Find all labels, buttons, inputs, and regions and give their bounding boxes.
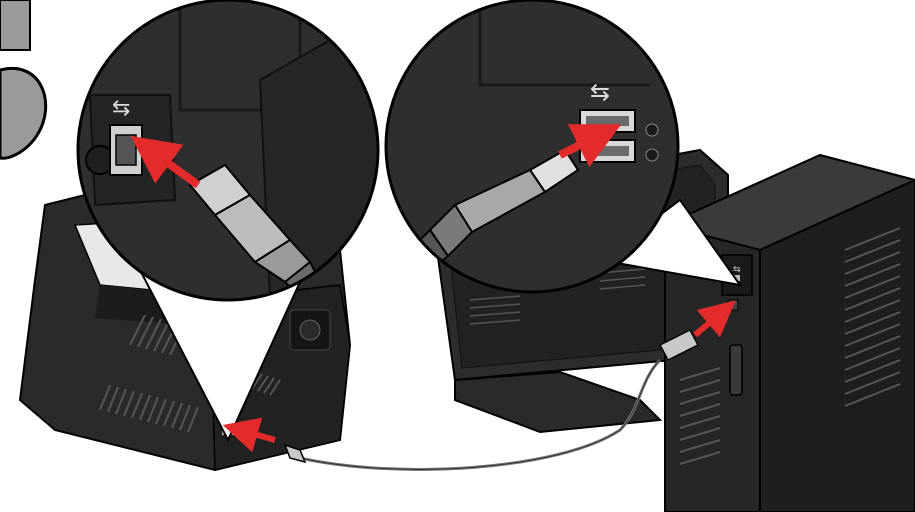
usb-icon: ⇆	[590, 78, 610, 106]
printer-port-callout: ⇆	[76, 0, 380, 302]
computer-tower: ⇆	[662, 153, 915, 512]
usb-b-plug	[188, 163, 332, 300]
arrow-printer-zoom	[130, 135, 201, 189]
arrow-computer-zoom	[558, 124, 622, 168]
usb-cable	[283, 329, 700, 471]
computer-port-callout: ⇆	[384, 0, 680, 294]
arrow-into-printer-port	[222, 417, 276, 453]
step-number-graphic: 5	[0, 0, 48, 160]
cable-usb-a-connector	[658, 329, 700, 361]
arrow-into-computer-port	[693, 300, 736, 338]
usb-icon: ⇆	[733, 265, 741, 275]
usb-icon: ⇆	[112, 96, 130, 121]
cable-usb-b-connector	[283, 443, 307, 464]
